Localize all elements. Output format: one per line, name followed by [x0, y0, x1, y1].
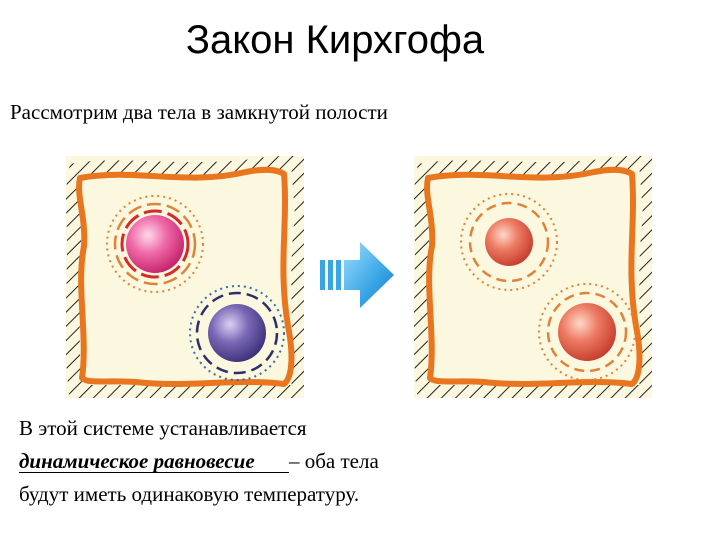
cold-body: [208, 304, 266, 362]
hot-body: [126, 215, 184, 273]
caption-dash-text: – оба тела: [289, 449, 379, 473]
caption: В этой системе устанавливается динамичес…: [19, 412, 539, 511]
cavity-hatching: [66, 156, 304, 398]
slide-title: Закон Кирхгофа: [185, 18, 485, 62]
cavity-hatching: [414, 156, 652, 398]
radiation-ring: [546, 291, 628, 373]
radiation-ring: [189, 285, 285, 381]
body-equilibrium: [485, 218, 533, 266]
slide-subtitle: Рассмотрим два тела в замкнутой полости: [10, 100, 388, 124]
caption-line-2: динамическое равновесие– оба тела: [19, 445, 539, 478]
caption-line-1: В этой системе устанавливается: [19, 416, 307, 440]
radiation-ring: [195, 291, 279, 375]
cavity-wall: [76, 166, 295, 387]
radiation-ring: [113, 202, 197, 286]
body-equilibrium: [558, 303, 616, 361]
caption-line-3: будут иметь одинаковую температуру.: [19, 482, 360, 506]
radiation-ring: [120, 209, 190, 279]
cavity-equilibrium-state: [414, 156, 652, 398]
radiation-ring: [460, 193, 558, 291]
right-arrow-icon: [320, 242, 394, 308]
caption-term: динамическое равновесие: [19, 450, 289, 473]
radiation-ring: [106, 195, 204, 293]
cavity-initial-state: [66, 156, 304, 398]
radiation-ring: [468, 201, 550, 283]
radiation-ring: [538, 283, 636, 381]
